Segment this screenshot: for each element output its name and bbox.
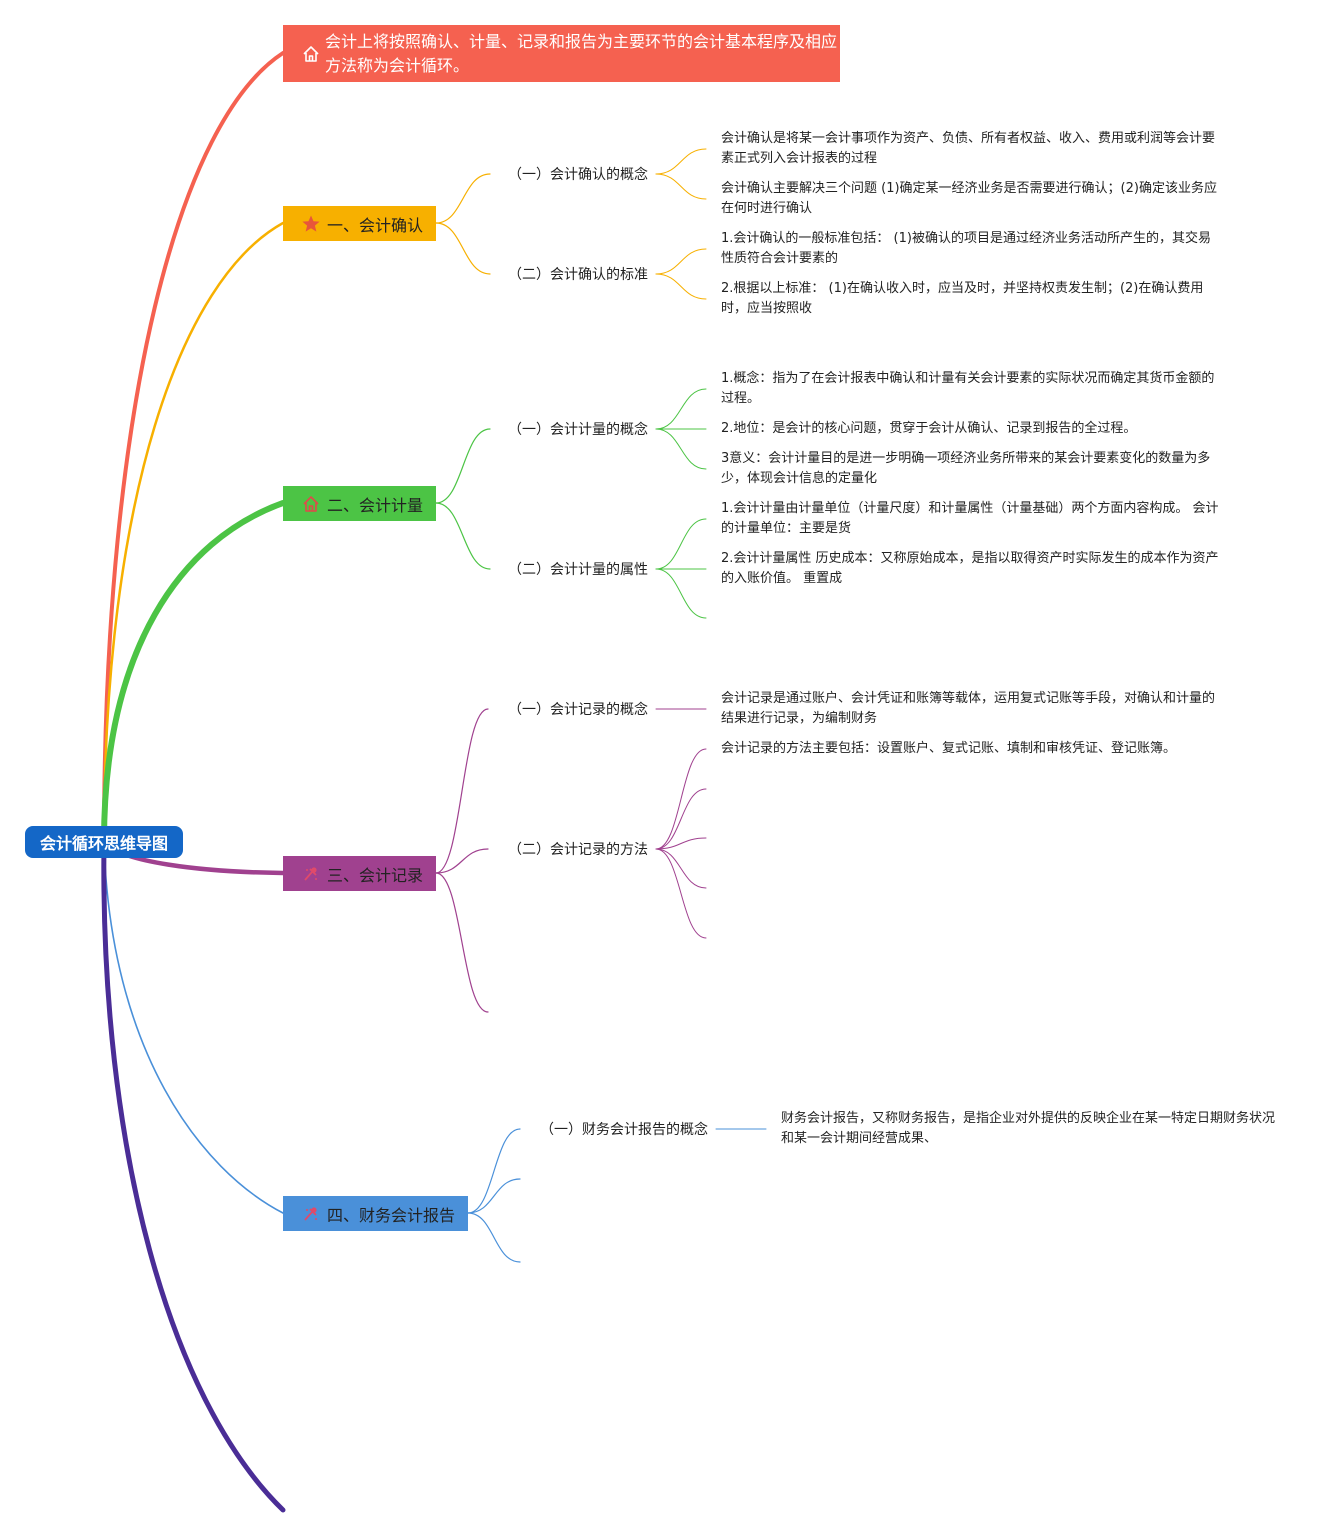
link-leaf [655,848,707,889]
root-label: 会计循环思维导图 [39,834,168,853]
subtopic-measurement-concept[interactable]: （一）会计计量的概念 [508,422,648,438]
subtopic-recognition-standard[interactable]: （二）会计确认的标准 [508,267,648,283]
link-sub [435,428,491,504]
branch-accounting-recording[interactable]: 三、会计记录 [283,856,436,891]
leaf-measurement-attribute-2[interactable]: 2.会计计量属性 历史成本：又称原始成本，是指以取得资产时实际发生的成本作为资产… [721,551,1219,586]
link-leaf [655,173,707,200]
link-sub [467,1178,521,1214]
branch-financial-report[interactable]: 四、财务会计报告 [283,1196,468,1231]
subtopic-recognition-concept[interactable]: （一）会计确认的概念 [508,167,648,183]
subtopic-recording-method[interactable]: （二）会计记录的方法 [508,842,648,858]
branch-label: 四、财务会计报告 [327,1205,456,1225]
leaf-recognition-concept-2[interactable]: 会计确认主要解决三个问题 (1)确定某一经济业务是否需要进行确认；(2)确定该业… [721,181,1217,216]
link-sub [467,1128,521,1214]
leaf-recording-method-1[interactable]: 会计记录的方法主要包括：设置账户、复式记账、填制和审核凭证、登记账簿。 [721,741,1177,756]
link-leaf [655,568,707,619]
link-sub [435,848,489,874]
link-leaf [655,273,707,300]
link-leaf [655,788,707,850]
subtopic-measurement-attribute[interactable]: （二）会计计量的属性 [508,562,648,578]
home-icon [303,495,319,512]
leaf-recognition-standard-1[interactable]: 1.会计确认的一般标准包括： (1)被确认的项目是通过经济业务活动所产生的，其交… [721,231,1211,266]
trunk-link-measurement [101,500,286,845]
home-icon [303,45,319,62]
leaf-recognition-standard-2[interactable]: 2.根据以上标准： (1)在确认收入时，应当及时，并坚持权责发生制；(2)在确认… [721,281,1204,316]
branch-label: 一、会计确认 [327,215,424,235]
star-icon [302,215,320,232]
leaf-recording-concept-1[interactable]: 会计记录是通过账户、会计凭证和账簿等载体，运用复式记账等手段，对确认和计量的结果… [721,691,1216,726]
link-leaf [655,388,707,430]
subtopic-report-concept[interactable]: （一）财务会计报告的概念 [540,1122,708,1138]
branch-accounting-recognition[interactable]: 一、会计确认 [283,206,436,241]
branch-label: 二、会计计量 [327,495,424,515]
trunk-link-recognition [102,221,285,844]
leaf-measurement-concept-3[interactable]: 3意义：会计计量目的是进一步明确一项经济业务所带来的某会计要素变化的数量为多少，… [721,451,1211,486]
leaf-recognition-concept-1[interactable]: 会计确认是将某一会计事项作为资产、负债、所有者权益、收入、费用或利润等会计要素正… [721,131,1216,166]
root-node[interactable]: 会计循环思维导图 [25,826,183,858]
link-leaf [655,428,707,470]
link-leaf [655,248,707,275]
link-sub [435,708,489,874]
pin-icon [304,1206,317,1221]
link-sub [435,222,491,275]
trunk-link-report [103,841,284,1214]
link-sub [467,1212,521,1263]
link-leaf [655,518,707,570]
link-sub [435,872,489,1013]
link-leaf [655,848,707,939]
definition-node[interactable]: 会计上将按照确认、计量、记录和报告为主要环节的会计基本程序及相应方法称为会计循环… [283,25,840,82]
leaf-measurement-concept-2[interactable]: 2.地位：是会计的核心问题，贯穿于会计从确认、记录到报告的全过程。 [721,421,1137,436]
leaf-measurement-concept-1[interactable]: 1.概念：指为了在会计报表中确认和计量有关会计要素的实际状况而确定其货币金额的过… [721,371,1215,406]
link-leaf [655,748,707,850]
link-sub [435,173,491,224]
branch-label: 三、会计记录 [327,865,424,885]
link-leaf [655,148,707,175]
leaf-report-concept-1[interactable]: 财务会计报告，又称财务报告，是指企业对外提供的反映企业在某一特定日期财务状况和某… [781,1111,1276,1146]
pin-icon [304,866,317,881]
trunk-link-extra [101,839,286,1513]
link-sub [435,502,491,570]
subtopic-recording-concept[interactable]: （一）会计记录的概念 [508,702,648,718]
definition-text: 会计上将按照确认、计量、记录和报告为主要环节的会计基本程序及相应方法称为会计循环… [325,31,838,75]
leaf-measurement-attribute-1[interactable]: 1.会计计量由计量单位（计量尺度）和计量属性（计量基础）两个方面内容构成。 会计… [721,501,1219,536]
branch-accounting-measurement[interactable]: 二、会计计量 [283,486,436,521]
trunk-link-definition [102,51,285,844]
link-leaf [655,837,707,850]
